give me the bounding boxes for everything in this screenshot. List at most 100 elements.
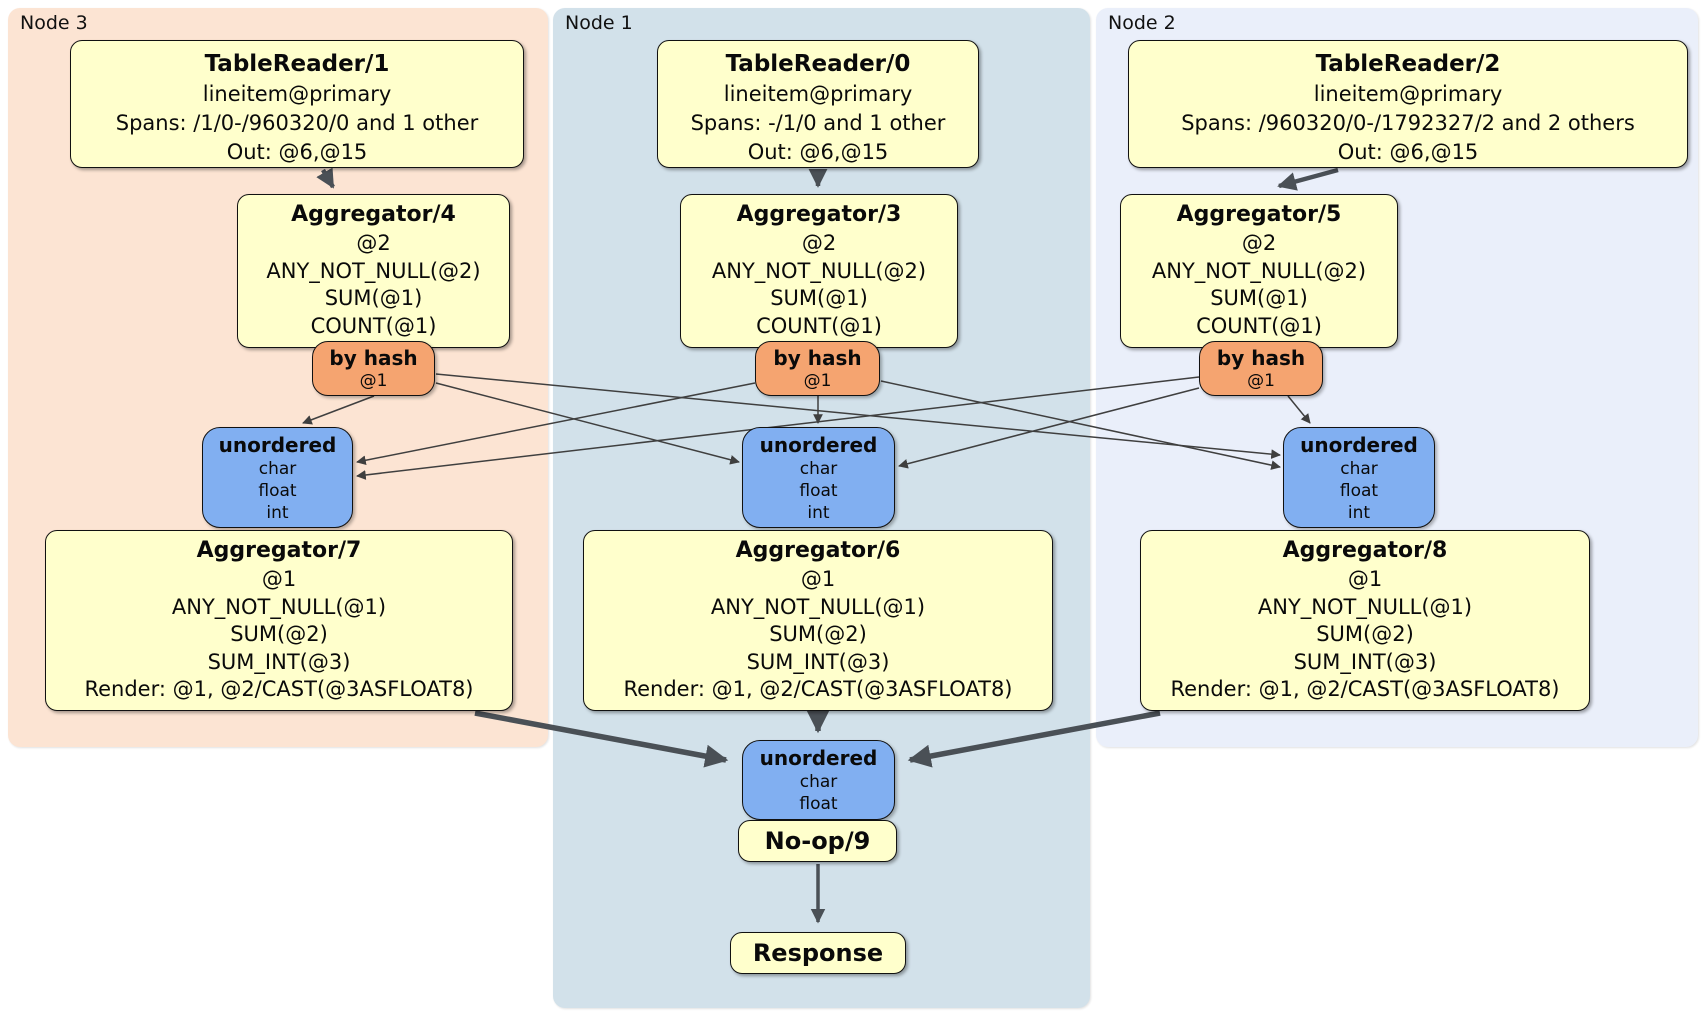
unordered-sync-3-title: unordered — [218, 433, 337, 457]
aggregator-8-expr: SUM(@2) — [1316, 622, 1414, 646]
edge-router2-sync3 — [356, 376, 1200, 480]
hash-router-2: by hash @1 — [1199, 341, 1323, 396]
noop-title: No-op/9 — [764, 827, 871, 855]
aggregator-4-box: Aggregator/4 @2 ANY_NOT_NULL(@2) SUM(@1)… — [237, 194, 510, 348]
hash-router-3-title: by hash — [329, 346, 418, 370]
aggregator-3-group: @2 — [801, 231, 837, 255]
aggregator-5-expr: COUNT(@1) — [1196, 313, 1322, 338]
edge-router1-sync2 — [880, 380, 1281, 470]
aggregator-3-expr: ANY_NOT_NULL(@2) — [711, 258, 927, 283]
aggregator-6-render: Render: @1, @2/CAST(@3ASFLOAT8) — [623, 677, 1013, 701]
tablereader-1-title: TableReader/1 — [204, 51, 390, 77]
edge-tablereader1-aggregator4 — [316, 167, 335, 189]
aggregator-7-title: Aggregator/7 — [196, 538, 362, 563]
aggregator-6-box: Aggregator/6 @1 ANY_NOT_NULL(@1) SUM(@2)… — [583, 530, 1053, 711]
aggregator-5-expr: SUM(@1) — [1210, 286, 1308, 310]
aggregator-4-expr: SUM(@1) — [324, 286, 423, 310]
edge-router2-sync1 — [898, 387, 1200, 469]
aggregator-3-expr: SUM(@1) — [770, 286, 868, 310]
tablereader-1-out: Out: @6,@15 — [226, 140, 368, 164]
sync-type: char — [258, 459, 297, 479]
sync-type: float — [258, 481, 297, 501]
tablereader-0-title: TableReader/0 — [725, 51, 911, 77]
edge-aggregator8-output-sync — [907, 710, 1161, 768]
aggregator-7-group: @1 — [261, 567, 297, 591]
edge-tablereader2-aggregator5 — [1277, 167, 1339, 191]
node3-label: Node 3 — [20, 12, 88, 34]
aggregator-6-group: @1 — [800, 567, 836, 591]
aggregator-4-expr: COUNT(@1) — [310, 313, 437, 338]
tablereader-0-spans: Spans: -/1/0 and 1 other — [690, 111, 946, 135]
tablereader-1-index: lineitem@primary — [202, 82, 392, 106]
aggregator-4-expr: ANY_NOT_NULL(@2) — [266, 258, 481, 283]
unordered-sync-1-title: unordered — [759, 433, 878, 457]
aggregator-4-title: Aggregator/4 — [291, 202, 456, 227]
node1-label: Node 1 — [565, 12, 633, 34]
node2-label: Node 2 — [1108, 12, 1176, 34]
aggregator-8-title: Aggregator/8 — [1282, 538, 1448, 563]
edge-aggregator7-output-sync — [474, 710, 729, 768]
edge-router2-sync2 — [1287, 395, 1311, 424]
aggregator-6-expr: ANY_NOT_NULL(@1) — [710, 594, 926, 619]
unordered-sync-1: unordered char float int — [742, 427, 895, 528]
sync-type: char — [1340, 459, 1378, 479]
tablereader-2-title: TableReader/2 — [1315, 51, 1501, 77]
sync-type: char — [799, 772, 838, 792]
hash-router-1: by hash @1 — [755, 341, 880, 396]
aggregator-8-render: Render: @1, @2/CAST(@3ASFLOAT8) — [1170, 677, 1560, 701]
sync-type: float — [799, 794, 838, 814]
sync-type: int — [1347, 503, 1371, 523]
response-title: Response — [752, 939, 884, 967]
aggregator-7-expr: SUM_INT(@3) — [207, 649, 351, 674]
tablereader-1-spans: Spans: /1/0-/960320/0 and 1 other — [115, 111, 479, 135]
tablereader-0-index: lineitem@primary — [723, 82, 913, 106]
tablereader-0-box: TableReader/0 lineitem@primary Spans: -/… — [657, 40, 979, 168]
edge-router1-sync3 — [356, 382, 756, 466]
hash-router-2-columns: @1 — [1247, 371, 1275, 391]
aggregator-5-expr: ANY_NOT_NULL(@2) — [1151, 258, 1367, 283]
aggregator-5-box: Aggregator/5 @2 ANY_NOT_NULL(@2) SUM(@1)… — [1120, 194, 1398, 348]
aggregator-8-box: Aggregator/8 @1 ANY_NOT_NULL(@1) SUM(@2)… — [1140, 530, 1590, 711]
aggregator-7-expr: ANY_NOT_NULL(@1) — [171, 594, 387, 619]
unordered-sync-2-title: unordered — [1300, 433, 1418, 457]
tablereader-2-box: TableReader/2 lineitem@primary Spans: /9… — [1128, 40, 1688, 168]
aggregator-8-expr: ANY_NOT_NULL(@1) — [1257, 594, 1473, 619]
aggregator-4-group: @2 — [356, 231, 391, 255]
hash-router-2-title: by hash — [1216, 346, 1306, 370]
noop-box: No-op/9 — [738, 820, 897, 862]
aggregator-6-expr: SUM(@2) — [769, 622, 867, 646]
aggregator-7-expr: SUM(@2) — [230, 622, 328, 646]
tablereader-2-spans: Spans: /960320/0-/1792327/2 and 2 others — [1181, 111, 1635, 135]
unordered-sync-3: unordered char float int — [202, 427, 353, 528]
aggregator-8-group: @1 — [1347, 567, 1383, 591]
aggregator-6-expr: SUM_INT(@3) — [746, 649, 890, 674]
edge-router3-sync1 — [435, 382, 740, 465]
tablereader-2-out: Out: @6,@15 — [1337, 140, 1479, 164]
output-unordered-sync: unordered char float — [742, 740, 895, 820]
hash-router-1-title: by hash — [773, 346, 862, 370]
hash-router-1-columns: @1 — [803, 371, 832, 391]
response-box: Response — [730, 932, 906, 974]
edge-router3-sync3 — [302, 395, 375, 425]
edge-router3-sync2 — [435, 373, 1281, 460]
output-unordered-sync-title: unordered — [759, 746, 878, 770]
unordered-sync-2: unordered char float int — [1283, 427, 1435, 528]
aggregator-6-title: Aggregator/6 — [735, 538, 901, 563]
aggregator-5-group: @2 — [1241, 231, 1277, 255]
tablereader-2-index: lineitem@primary — [1313, 82, 1503, 106]
tablereader-0-out: Out: @6,@15 — [747, 140, 889, 164]
sync-type: char — [799, 459, 838, 479]
aggregator-8-expr: SUM_INT(@3) — [1293, 649, 1437, 674]
aggregator-7-box: Aggregator/7 @1 ANY_NOT_NULL(@1) SUM(@2)… — [45, 530, 513, 711]
aggregator-7-render: Render: @1, @2/CAST(@3ASFLOAT8) — [84, 677, 474, 701]
tablereader-1-box: TableReader/1 lineitem@primary Spans: /1… — [70, 40, 524, 168]
sync-type: int — [266, 503, 289, 523]
aggregator-3-box: Aggregator/3 @2 ANY_NOT_NULL(@2) SUM(@1)… — [680, 194, 958, 348]
hash-router-3-columns: @1 — [359, 371, 388, 391]
aggregator-3-title: Aggregator/3 — [736, 202, 902, 227]
sync-type: float — [1339, 481, 1379, 501]
sync-type: float — [799, 481, 838, 501]
sync-type: int — [807, 503, 830, 523]
